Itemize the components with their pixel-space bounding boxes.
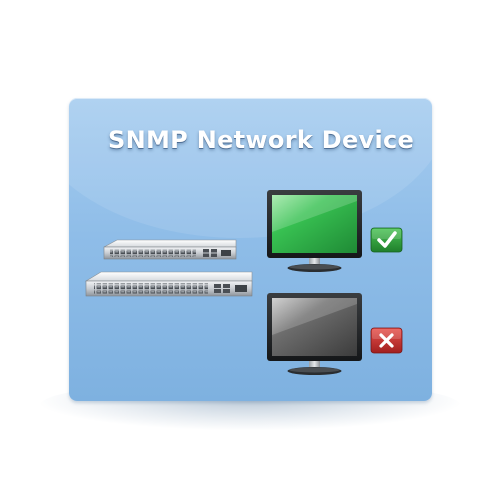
x-icon	[370, 327, 403, 354]
check-icon	[370, 227, 403, 253]
network-switch-top	[103, 239, 237, 260]
network-switch-bottom	[84, 271, 253, 297]
page-title: SNMP Network Device	[108, 126, 415, 154]
online-monitor	[267, 190, 362, 272]
offline-monitor	[267, 293, 362, 375]
